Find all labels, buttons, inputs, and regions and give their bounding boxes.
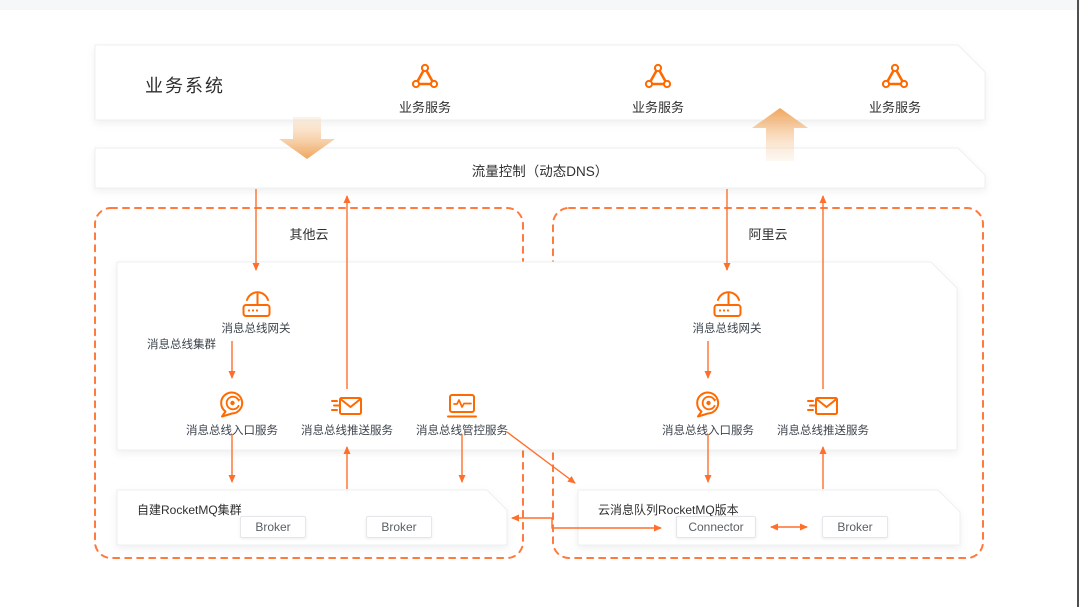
business-service-label: 业务服务 [631,100,685,115]
cluster-triangle-icon [881,63,909,94]
message-bus-cluster-label: 消息总线集群 [147,339,216,351]
push-service-label: 消息总线推送服务 [777,425,869,437]
business-service-label: 业务服务 [868,100,922,115]
business-service-1: 业务服务 [399,63,451,116]
broker-node: Broker [822,516,888,538]
arrow-brokers-to-connector [511,514,662,532]
message-bubble-sync-icon [692,386,724,420]
big-down-arrow [279,117,335,159]
cluster-triangle-icon [644,63,672,94]
message-bubble-sync-icon [216,386,248,420]
business-service-2: 业务服务 [632,63,684,116]
monitor-pulse-icon [445,386,479,420]
arrow-control-to-cloud-rocketmq [506,431,576,484]
connector-node: Connector [676,516,756,538]
dns-bar [94,147,986,189]
connector-arrows [228,189,827,532]
gateway-label: 消息总线网关 [221,323,291,335]
business-system-title: 业务系统 [145,76,225,96]
wireless-router-icon [709,284,745,318]
control-service-left: 消息总线管控服务 [416,386,508,438]
push-service-right: 消息总线推送服务 [777,386,869,438]
push-service-label: 消息总线推送服务 [301,425,393,437]
control-service-label: 消息总线管控服务 [416,425,508,437]
gateway-label: 消息总线网关 [692,323,762,335]
wireless-router-icon [238,284,274,318]
alibaba-cloud-title: 阿里云 [748,227,788,242]
entry-service-label: 消息总线入口服务 [186,425,278,437]
mail-send-icon [806,386,840,420]
big-up-arrow [752,108,808,161]
message-bus-cluster-panel [116,261,958,451]
business-system-bar [94,44,986,121]
cluster-triangle-icon [411,63,439,94]
cloud-rocketmq-title: 云消息队列RocketMQ版本 [598,503,739,517]
other-cloud-title: 其他云 [289,227,329,242]
business-service-3: 业务服务 [869,63,921,116]
gateway-left: 消息总线网关 [222,284,291,336]
broker-node: Broker [240,516,306,538]
business-service-label: 业务服务 [398,100,452,115]
top-gray-strip [0,0,1080,10]
dns-bar-label: 流量控制（动态DNS） [471,164,609,179]
entry-service-right: 消息总线入口服务 [662,386,754,438]
self-built-rocketmq-title: 自建RocketMQ集群 [137,503,242,517]
broker-node: Broker [366,516,432,538]
entry-service-label: 消息总线入口服务 [662,425,754,437]
push-service-left: 消息总线推送服务 [301,386,393,438]
entry-service-left: 消息总线入口服务 [186,386,278,438]
window-right-edge [1077,0,1079,607]
mail-send-icon [330,386,364,420]
gateway-right: 消息总线网关 [693,284,762,336]
